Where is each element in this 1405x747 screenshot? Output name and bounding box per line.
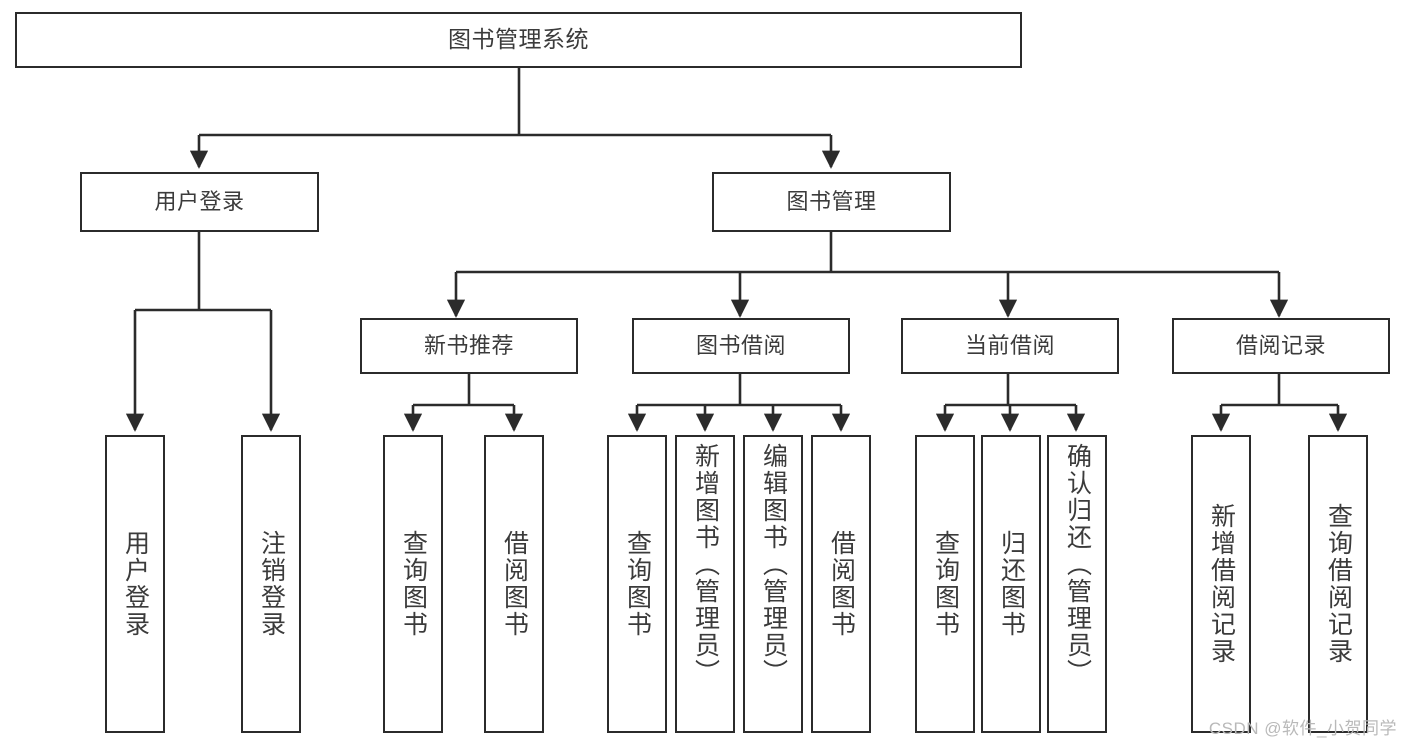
- leaf-user-login-logout[interactable]: 注销登录: [241, 435, 301, 733]
- node-label: 图书管理: [786, 188, 877, 214]
- leaf-newbook-query-book[interactable]: 查询图书: [383, 435, 443, 733]
- node-label: 查询借阅记录: [1324, 503, 1353, 665]
- leaf-user-login-login[interactable]: 用户登录: [105, 435, 165, 733]
- node-label: 用户登录: [154, 188, 245, 214]
- node-label: 查询图书: [623, 530, 652, 638]
- node-label: 借阅记录: [1235, 332, 1326, 358]
- node-book-borrow[interactable]: 图书借阅: [632, 318, 850, 374]
- node-label: 当前借阅: [964, 332, 1055, 358]
- node-borrow-record[interactable]: 借阅记录: [1172, 318, 1390, 374]
- node-label: 新增图书（管理员）: [691, 443, 720, 686]
- leaf-currentborrow-return-book[interactable]: 归还图书: [981, 435, 1041, 733]
- node-label: 图书管理系统: [448, 26, 589, 53]
- node-current-borrow[interactable]: 当前借阅: [901, 318, 1119, 374]
- node-label: 查询图书: [399, 530, 428, 638]
- leaf-bookborrow-query-book[interactable]: 查询图书: [607, 435, 667, 733]
- leaf-currentborrow-query-book[interactable]: 查询图书: [915, 435, 975, 733]
- leaf-bookborrow-edit-book-admin[interactable]: 编辑图书（管理员）: [743, 435, 803, 733]
- node-label: 编辑图书（管理员）: [759, 443, 788, 686]
- node-label: 借阅图书: [827, 530, 856, 638]
- node-label: 注销登录: [257, 530, 286, 638]
- node-label: 借阅图书: [500, 530, 529, 638]
- node-label: 确认归还（管理员）: [1063, 443, 1092, 686]
- node-label: 查询图书: [931, 530, 960, 638]
- leaf-newbook-borrow-book[interactable]: 借阅图书: [484, 435, 544, 733]
- leaf-currentborrow-confirm-return-admin[interactable]: 确认归还（管理员）: [1047, 435, 1107, 733]
- node-label: 新增借阅记录: [1207, 503, 1236, 665]
- node-user-login[interactable]: 用户登录: [80, 172, 319, 232]
- node-label: 新书推荐: [423, 332, 514, 358]
- leaf-borrowrecord-add-record[interactable]: 新增借阅记录: [1191, 435, 1251, 733]
- node-new-book-recommend[interactable]: 新书推荐: [360, 318, 578, 374]
- node-label: 用户登录: [121, 530, 150, 638]
- leaf-bookborrow-borrow-book[interactable]: 借阅图书: [811, 435, 871, 733]
- node-label: 归还图书: [997, 530, 1026, 638]
- leaf-borrowrecord-query-record[interactable]: 查询借阅记录: [1308, 435, 1368, 733]
- node-label: 图书借阅: [695, 332, 786, 358]
- node-book-management[interactable]: 图书管理: [712, 172, 951, 232]
- leaf-bookborrow-add-book-admin[interactable]: 新增图书（管理员）: [675, 435, 735, 733]
- node-book-management-system[interactable]: 图书管理系统: [15, 12, 1022, 68]
- csdn-watermark: CSDN @软件_小贺同学: [1208, 719, 1397, 738]
